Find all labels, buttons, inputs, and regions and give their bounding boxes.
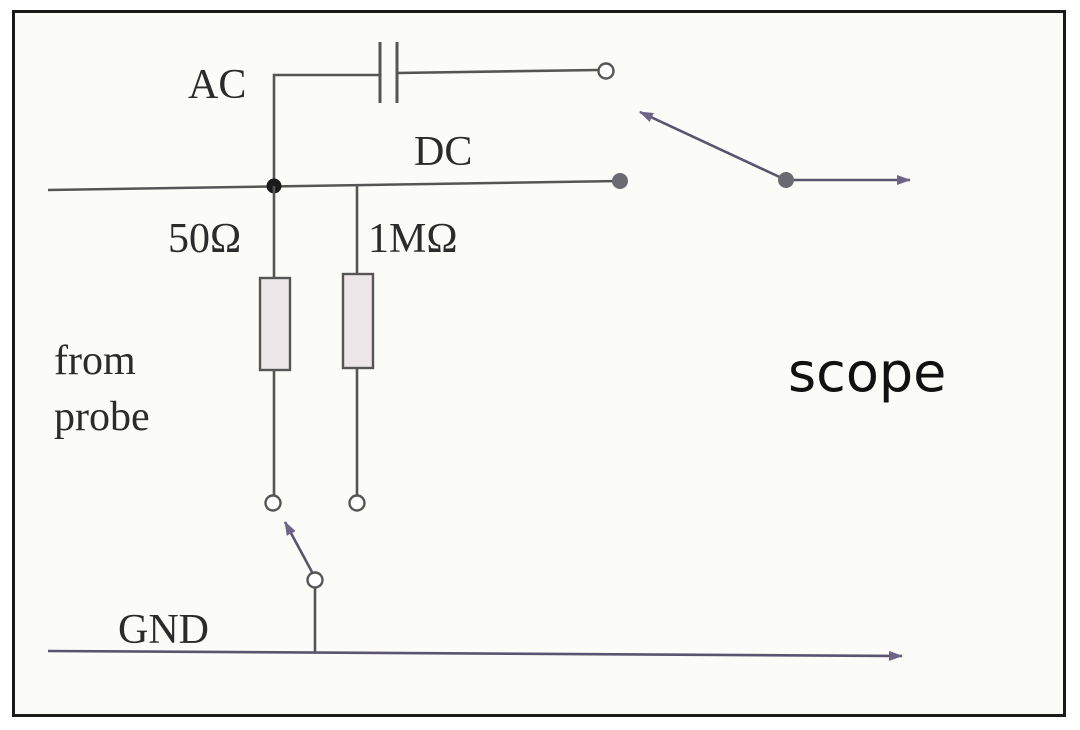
label-dc: DC bbox=[414, 129, 472, 175]
label-1mohm: 1MΩ bbox=[368, 216, 458, 262]
impedance-switch-lever bbox=[283, 521, 314, 573]
impedance-switch-pivot bbox=[306, 571, 324, 589]
label-gnd: GND bbox=[118, 607, 209, 653]
dc-terminal bbox=[612, 173, 628, 189]
label-ac: AC bbox=[188, 62, 246, 108]
resistor-1mohm bbox=[341, 272, 375, 370]
coupling-switch-pivot bbox=[778, 172, 794, 188]
label-50ohm: 50Ω bbox=[168, 216, 241, 262]
label-scope: scope bbox=[788, 341, 946, 404]
label-probe: probe bbox=[54, 394, 150, 440]
r50-terminal bbox=[264, 494, 282, 512]
diagram-frame bbox=[12, 10, 1066, 717]
r1m-terminal bbox=[348, 494, 366, 512]
ground-line bbox=[47, 649, 903, 661]
ac-terminal bbox=[597, 62, 615, 80]
label-from: from bbox=[54, 338, 136, 384]
ac-wire-right bbox=[396, 68, 599, 75]
coupling-switch-lever bbox=[639, 110, 787, 182]
resistor-50ohm bbox=[258, 276, 292, 372]
ac-wire-left bbox=[272, 73, 380, 186]
signal-line bbox=[47, 179, 621, 192]
